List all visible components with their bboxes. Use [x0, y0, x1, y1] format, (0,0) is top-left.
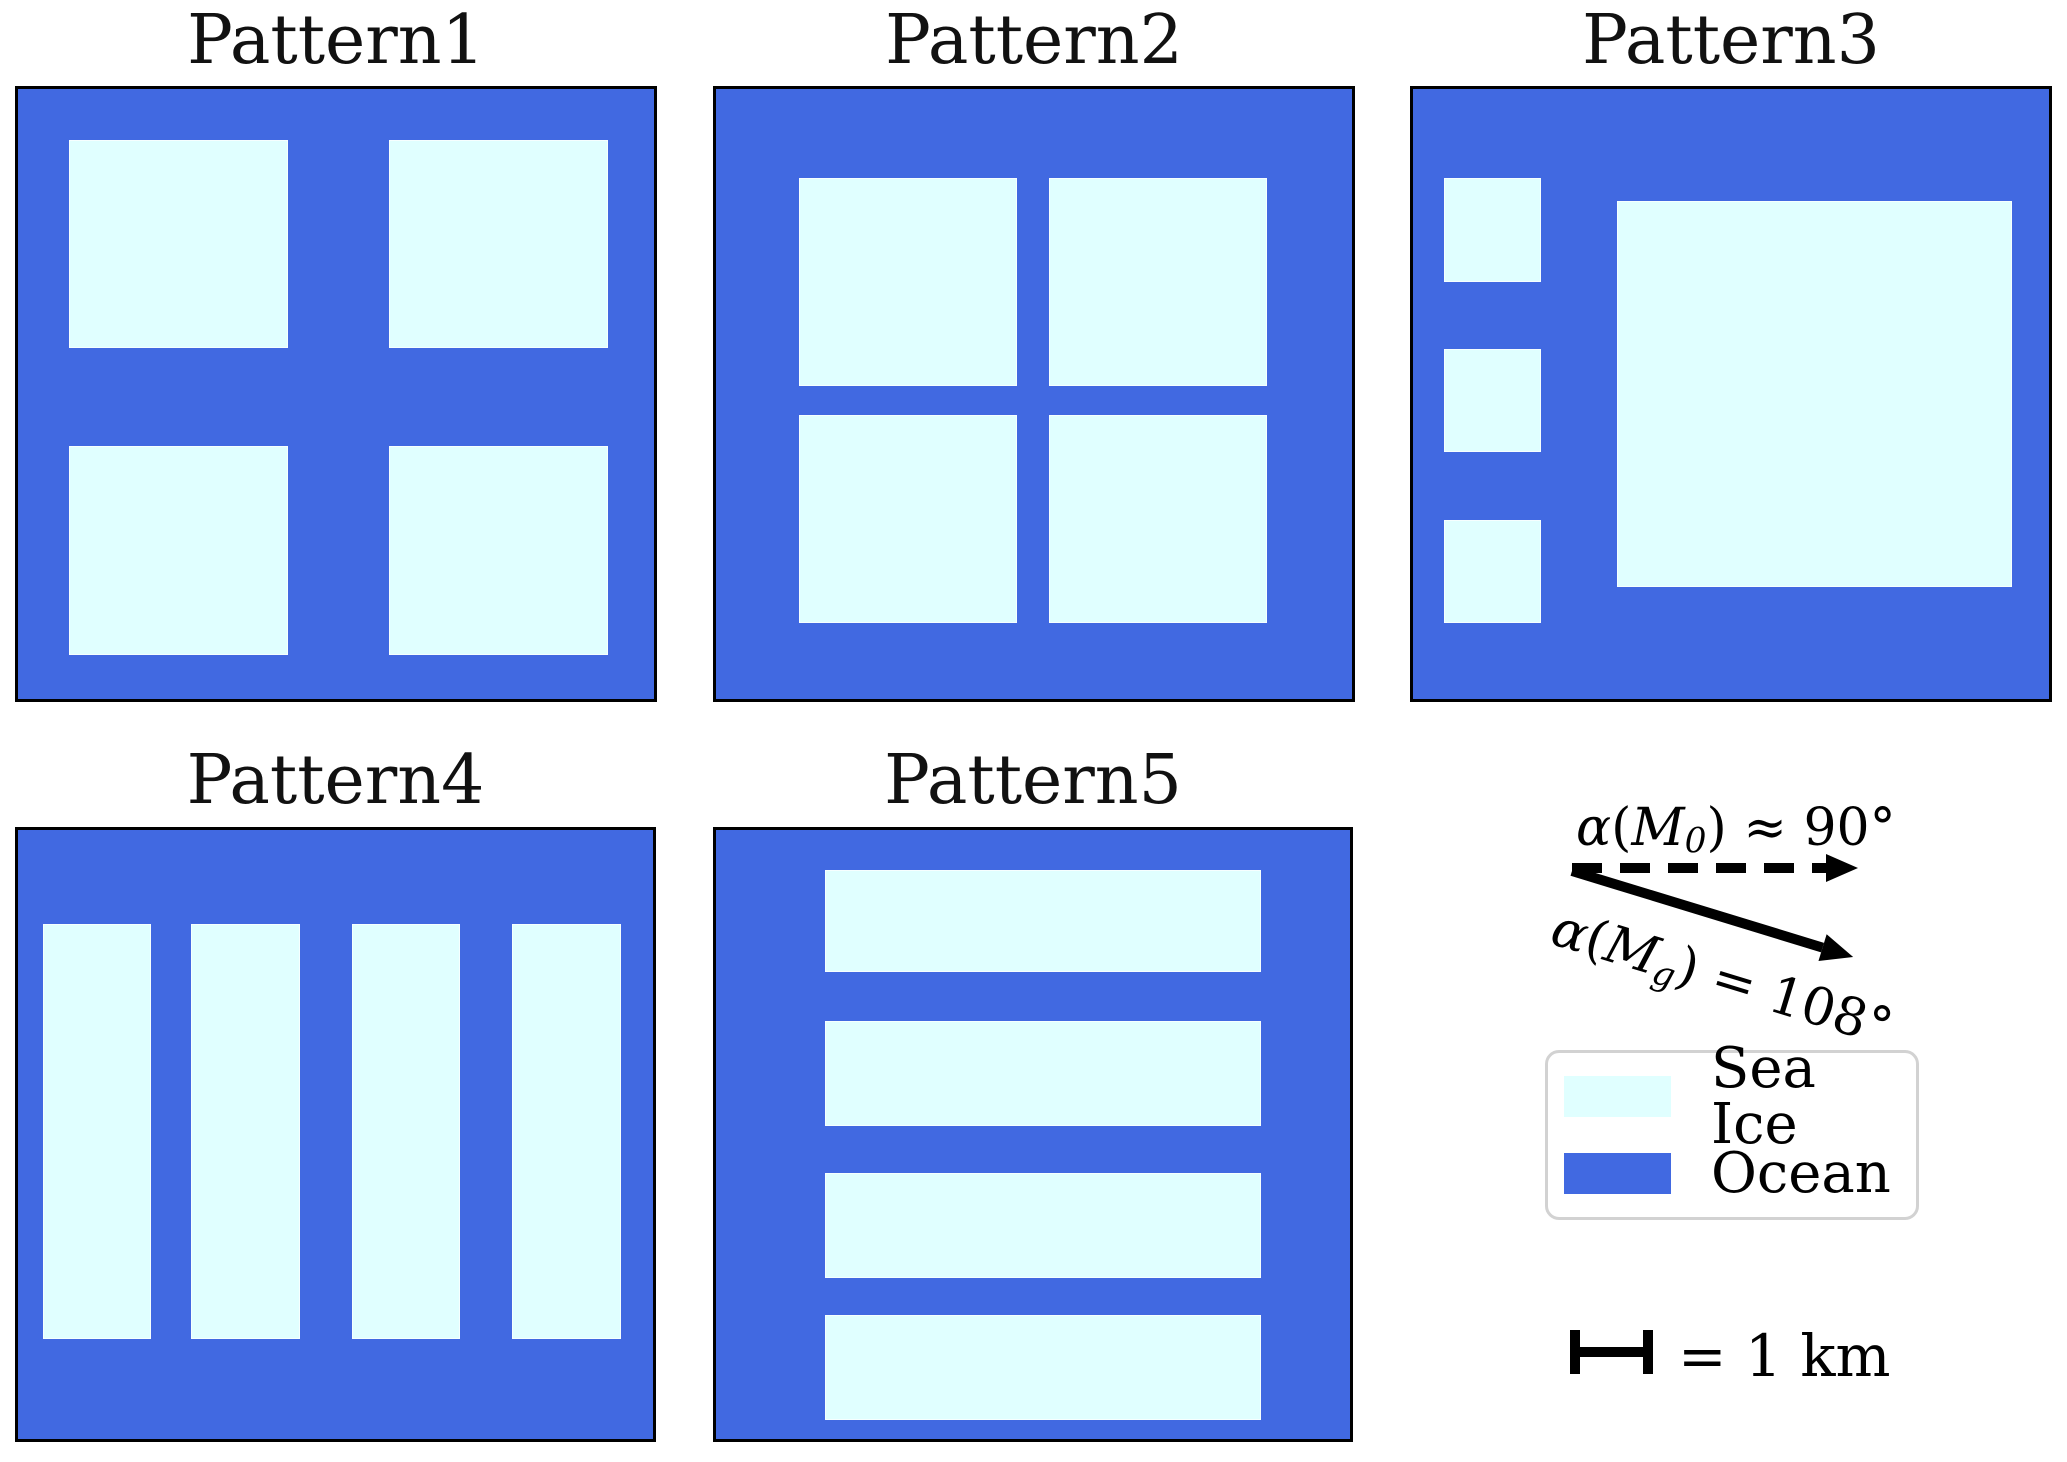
sea-ice-floe [1617, 201, 2012, 587]
sea-ice-floe [1049, 415, 1267, 623]
solid-arrowhead-icon [1818, 934, 1858, 971]
pattern2-ocean-box [713, 86, 1355, 702]
pattern5-title: Pattern5 [884, 741, 1182, 820]
pattern3-title: Pattern3 [1582, 1, 1880, 80]
sea-ice-floe [352, 924, 460, 1339]
sea-ice-floe [825, 1315, 1261, 1420]
legend-box: Sea Ice Ocean [1545, 1040, 1919, 1220]
sea-ice-floe [1444, 178, 1541, 282]
paren: ) [1706, 798, 1727, 858]
scale-bar [1570, 1330, 1653, 1374]
sea-ice-floe [799, 415, 1017, 623]
legend-item-sea-ice: Sea Ice [1548, 1040, 1916, 1152]
ocean-swatch [1564, 1153, 1671, 1194]
scale-bar-label: = 1 km [1678, 1322, 1891, 1390]
pattern4-ocean-box [15, 827, 656, 1442]
sea-ice-floe [1049, 178, 1267, 386]
pattern2-title: Pattern2 [885, 1, 1183, 80]
dashed-arrow-90deg [1572, 863, 1828, 873]
alpha-m0-label: α(M0) ≈ 90° [1576, 798, 1896, 862]
scale-bar-left-cap [1570, 1330, 1580, 1374]
sea-ice-floe [512, 924, 621, 1339]
sea-ice-floe [69, 140, 288, 348]
scale-bar-right-cap [1643, 1330, 1653, 1374]
legend-item-ocean: Ocean [1548, 1135, 1916, 1212]
sea-ice-floe [1444, 349, 1541, 452]
sea-ice-floe [389, 140, 608, 348]
pattern1-ocean-box [15, 86, 657, 702]
ocean-label: Ocean [1711, 1140, 1891, 1206]
sea-ice-floe [191, 924, 300, 1339]
m0-subscript: 0 [1684, 821, 1707, 862]
sea-ice-floe [799, 178, 1017, 386]
alpha-symbol: α [1576, 798, 1612, 858]
sea-ice-swatch [1564, 1076, 1671, 1117]
pattern4-title: Pattern4 [186, 741, 485, 820]
sea-ice-floe [389, 446, 608, 655]
sea-ice-label: Sea Ice [1711, 1035, 1816, 1157]
paren: ( [1611, 798, 1632, 858]
pattern3-ocean-box [1410, 86, 2052, 702]
sea-ice-floe [43, 924, 151, 1339]
sea-ice-floe [825, 1021, 1261, 1126]
sea-ice-floe [825, 1173, 1261, 1278]
sea-ice-floe [69, 446, 288, 655]
m0-var: M [1631, 798, 1685, 858]
scale-bar-line [1570, 1347, 1653, 1357]
pattern1-title: Pattern1 [187, 1, 485, 80]
sea-ice-floe [825, 870, 1261, 972]
sea-ice-floe [1444, 520, 1541, 623]
m0-value: ≈ 90° [1726, 798, 1896, 858]
pattern5-ocean-box [713, 827, 1353, 1442]
dashed-arrowhead-icon [1826, 854, 1858, 882]
